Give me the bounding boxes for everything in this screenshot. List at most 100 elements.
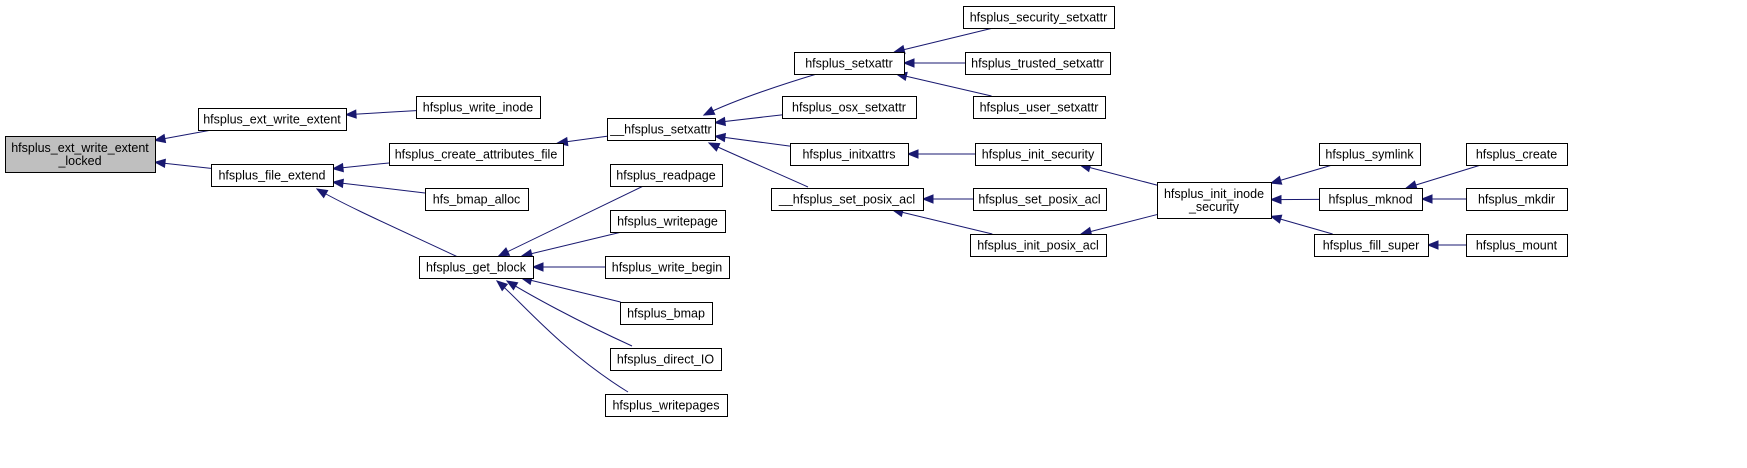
- node-hfsplus-osx-setxattr[interactable]: hfsplus_osx_setxattr: [782, 96, 917, 119]
- edge-n8-to-n6: [497, 185, 644, 257]
- node-hfsplus-setxattr[interactable]: hfsplus_setxattr: [794, 52, 905, 75]
- node-label: __hfsplus_setxattr: [609, 123, 711, 137]
- node-box[interactable]: [965, 52, 1111, 75]
- node-hfsplus-write-begin[interactable]: hfsplus_write_begin: [605, 256, 730, 279]
- node-box[interactable]: [790, 143, 909, 166]
- node-box[interactable]: [782, 96, 917, 119]
- node-box[interactable]: [198, 108, 347, 131]
- node-hfsplus-init-inode-security[interactable]: hfsplus_init_inode_security: [1157, 182, 1272, 219]
- node-hfsplus-ext-write-extent-locked[interactable]: hfsplus_ext_write_extent_locked: [5, 136, 156, 173]
- edge-arrowhead: [713, 132, 727, 143]
- node-box[interactable]: [1466, 188, 1568, 211]
- edge-arrowhead: [495, 280, 509, 292]
- node-box[interactable]: [5, 136, 156, 173]
- edge-line: [1270, 164, 1333, 184]
- node-hfsplus-set-posix-acl[interactable]: __hfsplus_set_posix_acl: [771, 188, 924, 211]
- node-box[interactable]: [1314, 234, 1429, 257]
- node-hfsplus-trusted-setxattr[interactable]: hfsplus_trusted_setxattr: [965, 52, 1111, 75]
- node-hfsplus-create-attributes-file[interactable]: hfsplus_create_attributes_file: [389, 143, 564, 166]
- node-hfsplus-init-security[interactable]: hfsplus_init_security: [975, 143, 1102, 166]
- edge-line: [894, 27, 994, 53]
- edge-n21-to-n16: [906, 149, 975, 159]
- edge-n23-to-n17: [891, 207, 993, 235]
- node-label: hfsplus_write_inode: [423, 101, 534, 115]
- node-box[interactable]: [389, 143, 564, 166]
- node-hfsplus-initxattrs[interactable]: hfsplus_initxattrs: [790, 143, 909, 166]
- node-box[interactable]: [1466, 143, 1568, 166]
- node-label: hfsplus_set_posix_acl: [978, 193, 1100, 207]
- edge-arrowhead: [1269, 175, 1283, 185]
- node-box[interactable]: [970, 234, 1107, 257]
- node-hfsplus-mount[interactable]: hfsplus_mount: [1466, 234, 1568, 257]
- edge-line: [1406, 164, 1481, 189]
- node-box[interactable]: [605, 394, 728, 417]
- node-label: hfsplus_writepage: [617, 215, 718, 229]
- edge-n17-to-n7: [707, 142, 809, 188]
- node-hfsplus-mkdir[interactable]: hfsplus_mkdir: [1466, 188, 1568, 211]
- edge-n24-to-n23: [1079, 214, 1158, 236]
- edge-arrowhead: [713, 116, 726, 127]
- node-box[interactable]: [1466, 234, 1568, 257]
- node-hfsplus-init-posix-acl[interactable]: hfsplus_init_posix_acl: [970, 234, 1107, 257]
- edge-n29-to-n26: [1420, 194, 1466, 204]
- node-box[interactable]: [1319, 143, 1421, 166]
- node-hfsplus-security-setxattr[interactable]: hfsplus_security_setxattr: [963, 6, 1115, 29]
- node-hfsplus-writepage[interactable]: hfsplus_writepage: [610, 210, 726, 233]
- node-box[interactable]: [1157, 182, 1272, 219]
- edge-line: [345, 110, 417, 116]
- edge-line: [1079, 164, 1158, 186]
- edge-n2-to-n1: [344, 109, 417, 119]
- node-box[interactable]: [1319, 188, 1423, 211]
- node-hfsplus-ext-write-extent[interactable]: hfsplus_ext_write_extent: [198, 108, 347, 131]
- edge-arrowhead: [315, 188, 329, 199]
- node-hfsplus-writepages[interactable]: hfsplus_writepages: [605, 394, 728, 417]
- node-hfsplus-setxattr[interactable]: __hfsplus_setxattr: [607, 118, 716, 141]
- node-label: hfsplus_ext_write_extent: [11, 141, 149, 155]
- node-box[interactable]: [794, 52, 905, 75]
- node-box[interactable]: [610, 210, 726, 233]
- node-box[interactable]: [620, 302, 713, 325]
- edge-line: [714, 114, 783, 124]
- node-hfsplus-write-inode[interactable]: hfsplus_write_inode: [416, 96, 541, 119]
- node-box[interactable]: [607, 118, 716, 141]
- edge-n13-to-n6: [495, 280, 629, 393]
- edge-n12-to-n6: [505, 280, 633, 347]
- node-label: hfsplus_fill_super: [1323, 239, 1420, 253]
- node-hfsplus-file-extend[interactable]: hfsplus_file_extend: [211, 164, 334, 187]
- node-hfs-bmap-alloc[interactable]: hfs_bmap_alloc: [425, 188, 529, 211]
- node-hfsplus-user-setxattr[interactable]: hfsplus_user_setxattr: [973, 96, 1106, 119]
- edge-arrowhead: [153, 158, 166, 169]
- node-box[interactable]: [610, 348, 722, 371]
- node-box[interactable]: [771, 188, 924, 211]
- node-box[interactable]: [973, 188, 1107, 211]
- node-hfsplus-symlink[interactable]: hfsplus_symlink: [1319, 143, 1421, 166]
- edge-n5-to-n3: [331, 178, 426, 194]
- node-hfsplus-fill-super[interactable]: hfsplus_fill_super: [1314, 234, 1429, 257]
- edge-arrowhead: [331, 178, 344, 189]
- edge-n1-to-n0: [153, 129, 212, 144]
- node-box[interactable]: [973, 96, 1106, 119]
- node-hfsplus-mknod[interactable]: hfsplus_mknod: [1319, 188, 1423, 211]
- edge-n19-to-n14: [902, 58, 965, 68]
- edge-n22-to-n17: [921, 194, 973, 204]
- edge-n6-to-n3: [315, 188, 461, 259]
- node-label: hfsplus_mknod: [1328, 193, 1412, 207]
- edge-arrowhead: [497, 247, 511, 257]
- node-box[interactable]: [605, 256, 730, 279]
- edge-n3-to-n0: [153, 158, 212, 169]
- node-box[interactable]: [419, 256, 534, 279]
- node-box[interactable]: [416, 96, 541, 119]
- node-box[interactable]: [975, 143, 1102, 166]
- node-box[interactable]: [425, 188, 529, 211]
- node-box[interactable]: [610, 164, 723, 187]
- edge-n27-to-n24: [1269, 214, 1333, 235]
- node-hfsplus-get-block[interactable]: hfsplus_get_block: [419, 256, 534, 279]
- edge-n4-to-n3: [331, 162, 390, 173]
- node-hfsplus-bmap[interactable]: hfsplus_bmap: [620, 302, 713, 325]
- node-box[interactable]: [211, 164, 334, 187]
- node-hfsplus-set-posix-acl[interactable]: hfsplus_set_posix_acl: [973, 188, 1107, 211]
- node-hfsplus-create[interactable]: hfsplus_create: [1466, 143, 1568, 166]
- node-box[interactable]: [963, 6, 1115, 29]
- node-hfsplus-direct-IO[interactable]: hfsplus_direct_IO: [610, 348, 722, 371]
- node-hfsplus-readpage[interactable]: hfsplus_readpage: [610, 164, 723, 187]
